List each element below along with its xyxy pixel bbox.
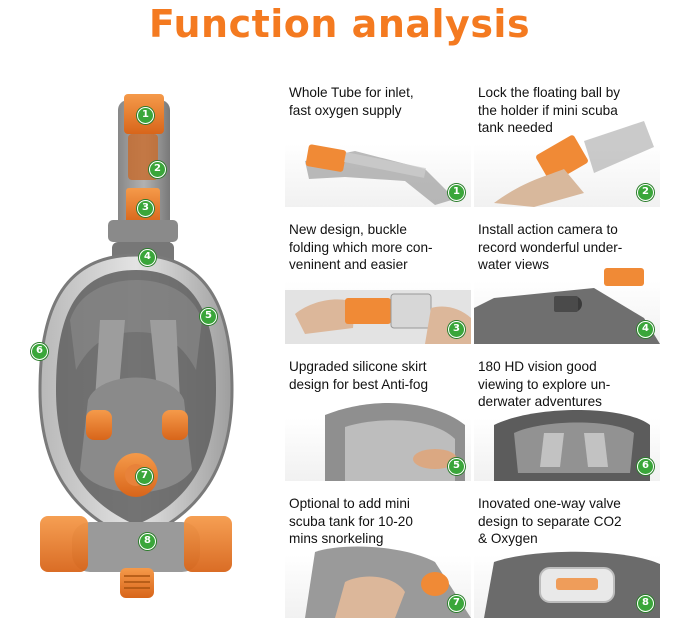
hd-vision-photo [494,410,650,481]
feature-cell-1: Whole Tube for inlet, fast oxygen supply… [285,81,471,207]
feature-cell-4: Install action camera to record wonderfu… [474,218,660,344]
page-title: Function analysis [148,2,531,46]
callout-8: 8 [139,533,156,550]
feature-cell-3: New design, buckle folding which more co… [285,218,471,344]
mini-scuba-tank-photo [305,546,471,618]
feature-badge-7: 7 [448,595,465,612]
feature-badge-1: 1 [448,184,465,201]
callout-5: 5 [200,308,217,325]
feature-text-3: New design, buckle folding which more co… [289,222,433,273]
feature-badge-3: 3 [448,321,465,338]
feature-badge-6: 6 [637,458,654,475]
feature-text-7: Optional to add mini scuba tank for 10-2… [289,496,413,547]
feature-cell-5: Upgraded silicone skirt design for best … [285,355,471,481]
feature-badge-4: 4 [637,321,654,338]
feature-cell-2: Lock the floating ball by the holder if … [474,81,660,207]
snorkel-tube-photo [305,144,455,205]
feature-text-5: Upgraded silicone skirt design for best … [289,359,429,392]
feature-text-6: 180 HD vision good viewing to explore un… [478,359,611,410]
floating-ball-holder-photo [494,121,654,207]
callout-1: 1 [137,107,154,124]
feature-badge-8: 8 [637,595,654,612]
callout-4: 4 [139,249,156,266]
action-camera-photo [474,268,660,344]
callout-2: 2 [149,161,166,178]
feature-text-4: Install action camera to record wonderfu… [478,222,623,273]
feature-badge-2: 2 [637,184,654,201]
callout-7: 7 [136,468,153,485]
feature-text-1: Whole Tube for inlet, fast oxygen supply [289,85,414,118]
callout-3: 3 [137,200,154,217]
feature-text-8: Inovated one-way valve design to separat… [478,496,622,547]
silicone-skirt-photo [325,402,465,481]
mask-illustration: 1 2 3 4 5 6 7 8 [0,70,272,639]
feature-text-2: Lock the floating ball by the holder if … [478,85,621,136]
feature-cell-7: Optional to add mini scuba tank for 10-2… [285,492,471,618]
one-way-valve-photo [484,551,660,618]
buckle-folding-photo [285,290,471,344]
feature-cell-6: 180 HD vision good viewing to explore un… [474,355,660,481]
feature-badge-5: 5 [448,458,465,475]
feature-cell-8: Inovated one-way valve design to separat… [474,492,660,618]
callout-6: 6 [31,343,48,360]
